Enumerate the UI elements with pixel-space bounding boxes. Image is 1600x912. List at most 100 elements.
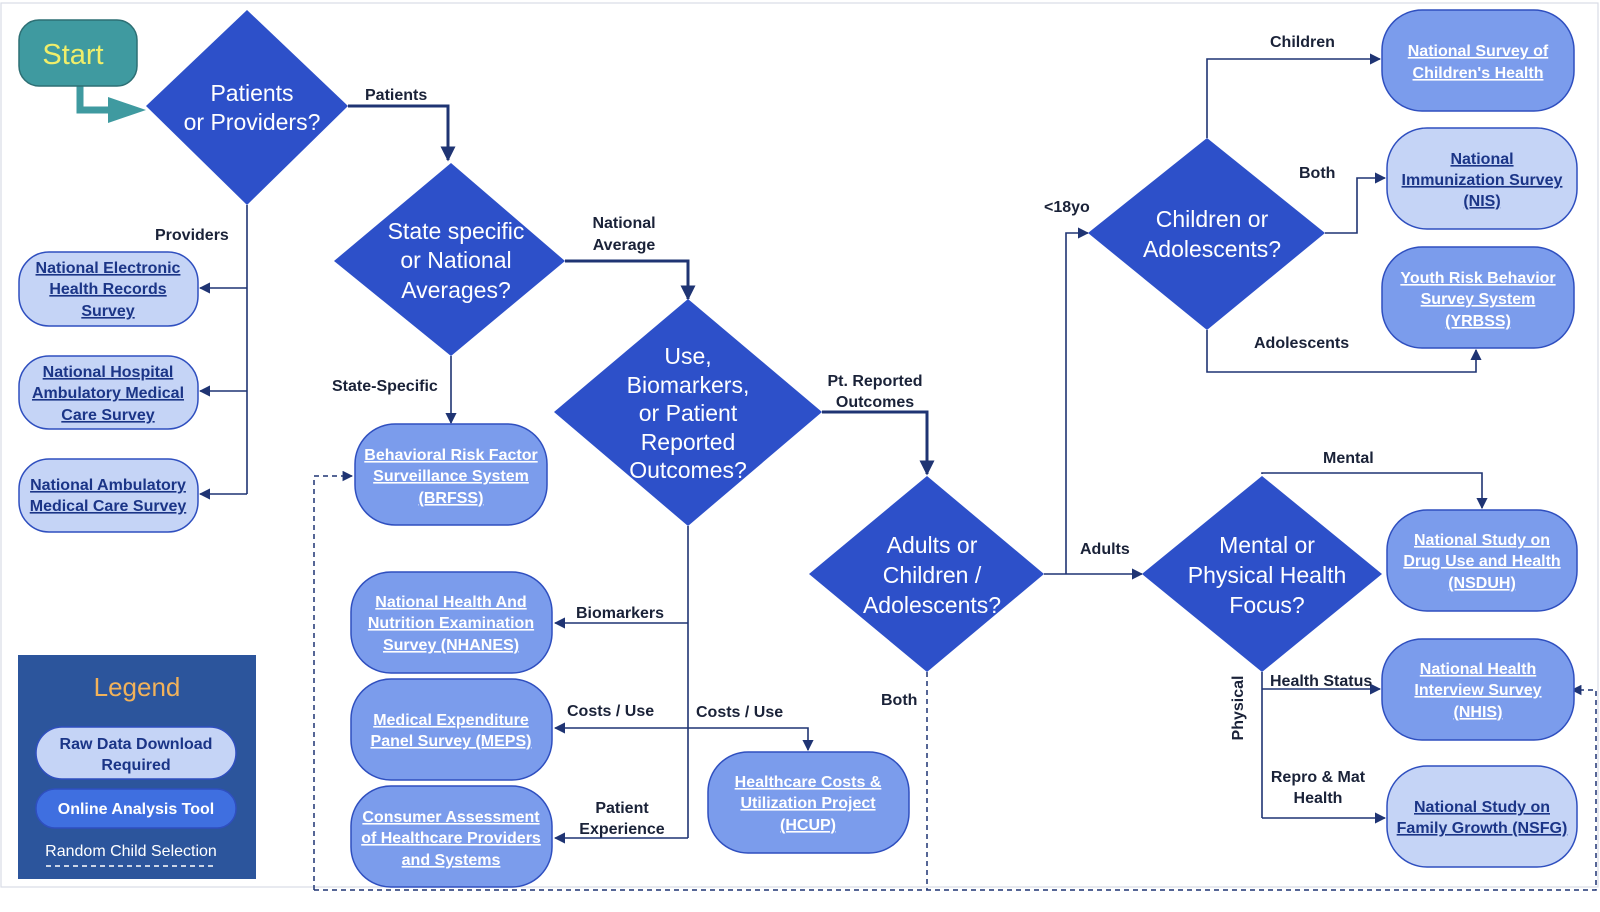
legend-random-text: Random Child Selection: [45, 843, 217, 860]
label-repro: Repro & Mat: [1271, 769, 1366, 786]
legend-raw-text: Required: [101, 757, 170, 774]
diamond-text: Patients: [210, 80, 293, 106]
survey-nsfg[interactable]: National Study on Family Growth (NSFG): [1386, 765, 1578, 868]
label-adults: Adults: [1080, 541, 1130, 558]
label-national-average: National: [592, 215, 655, 232]
survey-link-text[interactable]: Immunization Survey: [1402, 172, 1563, 189]
survey-link-text[interactable]: (YRBSS): [1445, 313, 1511, 330]
edge-under18: [1065, 227, 1090, 574]
diamond-adults-children: Adults or Children / Adolescents?: [809, 476, 1044, 672]
survey-nhamcs[interactable]: National Hospital Ambulatory Medical Car…: [18, 355, 199, 430]
survey-link-text[interactable]: National Electronic: [36, 260, 181, 277]
survey-hcup[interactable]: Healthcare Costs & Utilization Project (…: [707, 751, 910, 854]
diamond-text: Physical Health: [1188, 562, 1347, 588]
diamond-text: Adolescents?: [863, 592, 1001, 618]
label-providers: Providers: [155, 227, 229, 244]
survey-link-text[interactable]: Utilization Project: [740, 795, 876, 812]
survey-link-text[interactable]: (HCUP): [780, 817, 836, 834]
label-health-status: Health Status: [1270, 673, 1372, 690]
survey-link-text[interactable]: (BRFSS): [419, 490, 484, 507]
legend-swatch-raw: [35, 726, 237, 780]
survey-link-text[interactable]: National Study on: [1414, 799, 1550, 816]
survey-link-text[interactable]: National Study on: [1414, 532, 1550, 549]
survey-meps[interactable]: Medical Expenditure Panel Survey (MEPS): [350, 678, 553, 781]
diamond-text: Biomarkers,: [627, 372, 750, 398]
survey-link-text[interactable]: National Survey of: [1408, 43, 1549, 60]
label-physical: Physical: [1230, 676, 1247, 741]
survey-link-text[interactable]: Nutrition Examination: [368, 615, 534, 632]
survey-link-text[interactable]: Healthcare Costs &: [735, 774, 882, 791]
start-label: Start: [42, 39, 103, 71]
survey-yrbss[interactable]: Youth Risk Behavior Survey System (YRBSS…: [1381, 246, 1575, 349]
edge-labels: Patients Providers National Average Stat…: [155, 34, 1374, 838]
edge-children: [1206, 53, 1382, 138]
legend-online-text: Online Analysis Tool: [58, 801, 214, 818]
survey-link-text[interactable]: National Hospital: [43, 364, 174, 381]
label-state-specific: State-Specific: [332, 378, 438, 395]
survey-link-text[interactable]: Consumer Assessment: [362, 809, 540, 826]
survey-nehrs[interactable]: National Electronic Health Records Surve…: [18, 251, 199, 327]
start-node: Start: [18, 19, 146, 123]
survey-cahps[interactable]: Consumer Assessment of Healthcare Provid…: [350, 785, 553, 888]
survey-nsch[interactable]: National Survey of Children's Health: [1381, 9, 1575, 112]
survey-link-text[interactable]: National: [1450, 151, 1513, 168]
diamond-text: Outcomes?: [629, 457, 747, 483]
survey-link-text[interactable]: Interview Survey: [1414, 682, 1541, 699]
survey-link-text[interactable]: (NIS): [1463, 193, 1500, 210]
survey-link-text[interactable]: of Healthcare Providers: [361, 830, 541, 847]
survey-link-text[interactable]: Medical Care Survey: [30, 498, 187, 515]
survey-nhis[interactable]: National Health Interview Survey (NHIS): [1381, 638, 1575, 741]
edge-national-average: [565, 259, 696, 301]
label-repro: Health: [1294, 790, 1343, 807]
survey-link-text[interactable]: Youth Risk Behavior: [1400, 270, 1555, 287]
edge-both-top: [1325, 172, 1387, 234]
diamond-state-national: State specific or National Averages?: [334, 163, 565, 356]
survey-link-text[interactable]: National Health And: [375, 594, 526, 611]
legend: Legend Raw Data Download Required Online…: [18, 655, 256, 879]
legend-title: Legend: [94, 672, 181, 702]
diamond-use-biomarkers: Use, Biomarkers, or Patient Reported Out…: [554, 299, 822, 526]
survey-link-text[interactable]: Children's Health: [1413, 65, 1544, 82]
survey-brfss[interactable]: Behavioral Risk Factor Surveillance Syst…: [354, 423, 548, 526]
edge-pt-reported: [822, 410, 935, 476]
survey-link-text[interactable]: Panel Survey (MEPS): [371, 733, 532, 750]
survey-link-text[interactable]: (NSDUH): [1448, 575, 1516, 592]
label-pt-reported: Pt. Reported: [827, 373, 922, 390]
legend-raw-text: Raw Data Download: [60, 736, 213, 753]
survey-link-text[interactable]: Surveillance System: [373, 468, 529, 485]
diamond-text: Use,: [664, 343, 711, 369]
survey-nis[interactable]: National Immunization Survey (NIS): [1386, 127, 1578, 230]
survey-link-text[interactable]: Survey System: [1421, 291, 1536, 308]
diamond-text: State specific: [388, 218, 525, 244]
label-both-bottom: Both: [881, 692, 917, 709]
survey-link-text[interactable]: Medical Expenditure: [373, 712, 529, 729]
label-costs-use-left: Costs / Use: [567, 703, 654, 720]
survey-link-text[interactable]: National Health: [1420, 661, 1536, 678]
survey-link-text[interactable]: Family Growth (NSFG): [1397, 820, 1568, 837]
survey-link-text[interactable]: Care Survey: [61, 407, 154, 424]
diamond-text: Adolescents?: [1143, 236, 1281, 262]
survey-link-text[interactable]: Survey (NHANES): [383, 637, 519, 654]
diamond-text: Mental or: [1219, 532, 1315, 558]
survey-link-text[interactable]: Drug Use and Health: [1403, 553, 1560, 570]
survey-link-text[interactable]: Behavioral Risk Factor: [364, 447, 537, 464]
label-national-average: Average: [593, 237, 656, 254]
label-adolescents: Adolescents: [1254, 335, 1349, 352]
diamond-text: or Patient: [639, 400, 738, 426]
survey-namcs[interactable]: National Ambulatory Medical Care Survey: [18, 458, 199, 533]
diamond-text: Averages?: [401, 277, 511, 303]
survey-link-text[interactable]: and Systems: [402, 852, 501, 869]
survey-link-text[interactable]: Survey: [81, 303, 134, 320]
survey-link-text[interactable]: National Ambulatory: [30, 477, 186, 494]
diamond-text: Children or: [1156, 206, 1269, 232]
survey-nhanes[interactable]: National Health And Nutrition Examinatio…: [350, 571, 553, 674]
survey-link-text[interactable]: Health Records: [49, 281, 166, 298]
survey-link-text[interactable]: Ambulatory Medical: [32, 385, 184, 402]
survey-link-text[interactable]: (NHIS): [1454, 704, 1503, 721]
survey-nsduh[interactable]: National Study on Drug Use and Health (N…: [1386, 509, 1578, 612]
label-patient-experience: Experience: [579, 821, 664, 838]
diamond-children-adolescents: Children or Adolescents?: [1088, 138, 1325, 330]
label-patient-experience: Patient: [595, 800, 649, 817]
edge-adolescents: [1206, 330, 1482, 373]
